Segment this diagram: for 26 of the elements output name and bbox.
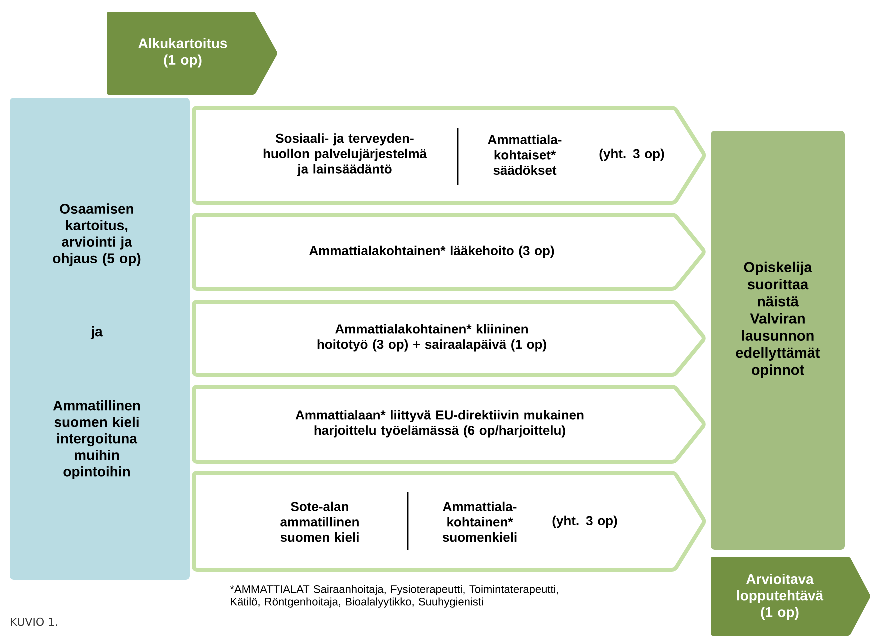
- node-text: Ammattialakohtainen* lääkehoito (3 op): [310, 246, 554, 258]
- chevron-band: [192, 471, 706, 572]
- node-text: Sosiaali- ja terveyden- huollon palvelujärjestelmä ja lainsäädäntö: [264, 134, 428, 176]
- node-text: Ammattialakohtainen* kliininen hoitotyö (3 op) + sairaalapäivä (1 op): [318, 324, 546, 352]
- panel-box: [10, 98, 190, 580]
- node-text: Osaamisen kartoitus, arviointi ja ohjaus (5 op): [53, 204, 141, 266]
- node-text: Ammattialaan* liittyvä EU-direktiivin mukainen harjoittelu työelämässä (6 op/harjoittelu): [296, 410, 584, 438]
- node-text: (yht. 3 op): [552, 516, 618, 528]
- footnote-text: *AMMATTIALAT Sairaanhoitaja, Fysioterapeutti, Toimintaterapeutti, Kätilö, Röntgenhoitaja, Bioalalyytikko, Suuhygienisti: [230, 585, 558, 608]
- chevron-band: [192, 106, 706, 205]
- node-text: Ammattiala- kohtainen* suomenkieli: [442, 502, 517, 542]
- chevron-band: [192, 300, 706, 377]
- panel-box: [711, 131, 845, 550]
- node-text: Sote-alan ammatillinen suomen kieli: [280, 502, 359, 542]
- chevron-band: [192, 213, 706, 291]
- node-text: ja: [90, 326, 103, 340]
- arrow-box: [711, 557, 870, 636]
- arrow-box: [107, 12, 278, 95]
- figure-caption: KUVIO 1.: [11, 618, 58, 626]
- node-text: Ammattiala- kohtaiset* säädökset: [488, 134, 562, 176]
- node-text: Alkukartoitus (1 op): [138, 38, 228, 68]
- node-text: Arvioitava lopputehtävä (1 op): [737, 574, 824, 620]
- node-text: Ammatillinen suomen kieli intergoituna muihin opintoihin: [53, 400, 140, 480]
- node-text: Opiskelija suorittaa näistä Valviran lausunnon edellyttämät opinnot: [736, 262, 820, 378]
- node-text: (yht. 3 op): [600, 148, 664, 162]
- chevron-band: [192, 385, 706, 464]
